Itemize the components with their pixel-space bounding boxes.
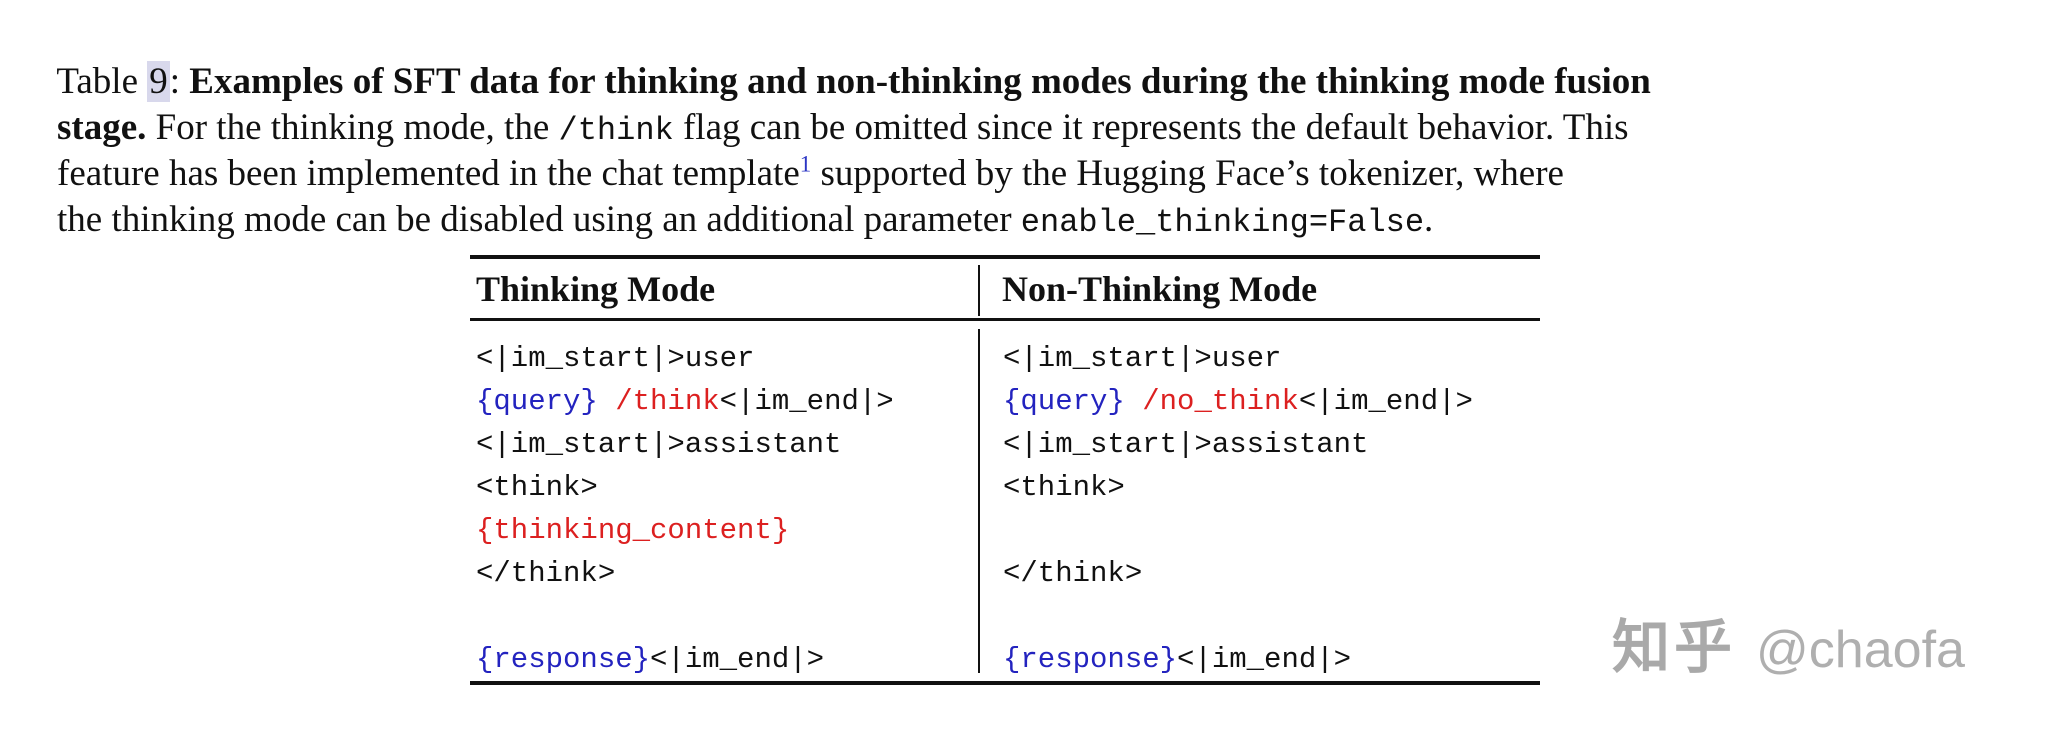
caption-text-run: Table (56, 61, 148, 102)
table-header-thinking-mode: Thinking Mode (476, 268, 716, 309)
code-line-blank (1003, 509, 1473, 552)
caption-bold-run: stage. (57, 107, 147, 148)
code-token: </think> (1003, 557, 1143, 590)
caption-text-run: . (1424, 199, 1434, 240)
column-divider-body (978, 329, 980, 673)
code-token: <|im_end|> (1298, 385, 1473, 418)
caption-text-run: flag can be omitted since it represents … (673, 107, 1629, 148)
code-token: <|im_start|>assistant (476, 428, 842, 461)
code-token-thinking-content: {thinking_content} (476, 514, 790, 547)
thinking-mode-column: <|im_start|>user {query} /think<|im_end|… (470, 337, 978, 681)
code-line: <|im_start|>user (1003, 337, 1473, 380)
caption-text-run: For the thinking mode, the (146, 107, 559, 148)
code-line: {thinking_content} (476, 509, 978, 552)
code-token-response: {response} (1003, 643, 1178, 676)
code-line-blank (476, 595, 978, 638)
table-body: <|im_start|>user {query} /think<|im_end|… (470, 321, 1540, 681)
table-rule-bottom (470, 681, 1540, 685)
zhihu-watermark: 知乎 @chaofa (1612, 600, 1965, 684)
caption-line: Table 9: Examples of SFT data for thinki… (20, 13, 1651, 102)
code-token-query: {query} (1003, 385, 1125, 418)
code-token (598, 385, 615, 418)
code-line: <think> (1003, 466, 1473, 509)
code-token-query: {query} (476, 385, 598, 418)
footnote-link[interactable]: 1 (799, 151, 812, 177)
code-token-response: {response} (476, 643, 651, 676)
code-token: <|im_end|> (1177, 643, 1352, 676)
code-line: </think> (1003, 552, 1473, 595)
caption-text-run: : (169, 61, 190, 102)
code-line-blank (1003, 595, 1473, 638)
code-token-no-think-flag: /no_think (1142, 385, 1299, 418)
code-token: <think> (1003, 471, 1125, 504)
code-line: </think> (476, 552, 978, 595)
code-line: {response}<|im_end|> (476, 638, 978, 681)
caption-line: feature has been implemented in the chat… (20, 105, 1651, 194)
column-divider-header (978, 265, 980, 316)
table-rule-top (470, 255, 1540, 259)
code-line: <think> (476, 466, 978, 509)
code-token: <think> (476, 471, 598, 504)
watermark-handle: @chaofa (1756, 621, 1965, 679)
table-rule-header (470, 318, 1540, 321)
caption-text-run: the thinking mode can be disabled using … (57, 199, 1021, 240)
caption-text-run: supported by the Hugging Face’s tokenize… (811, 153, 1564, 194)
code-token-think-flag: /think (615, 385, 720, 418)
code-token (1125, 385, 1142, 418)
caption-text-run: feature has been implemented in the chat… (57, 153, 800, 194)
code-line: {query} /no_think<|im_end|> (1003, 380, 1473, 423)
inline-code-enable-thinking: enable_thinking=False (1020, 204, 1425, 241)
code-line: <|im_start|>assistant (1003, 423, 1473, 466)
code-line: <|im_start|>assistant (476, 423, 978, 466)
code-token: <|im_start|>user (1003, 342, 1282, 375)
table-number-link[interactable]: 9 (147, 61, 170, 102)
caption-line: the thinking mode can be disabled using … (20, 151, 1651, 241)
table-caption: Table 9: Examples of SFT data for thinki… (20, 13, 1651, 241)
code-line: {response}<|im_end|> (1003, 638, 1473, 681)
code-line: {query} /think<|im_end|> (476, 380, 978, 423)
code-token: </think> (476, 557, 616, 590)
code-token: <|im_end|> (650, 643, 825, 676)
table-header-row: Thinking Mode Non-Thinking Mode (470, 259, 1540, 318)
code-token: <|im_start|>user (476, 342, 755, 375)
code-line: <|im_start|>user (476, 337, 978, 380)
caption-bold-run: Examples of SFT data for thinking and no… (189, 61, 1651, 102)
non-thinking-mode-column: <|im_start|>user {query} /no_think<|im_e… (978, 337, 1473, 681)
sft-examples-table: Thinking Mode Non-Thinking Mode <|im_sta… (470, 255, 1540, 685)
watermark-brand: 知乎 (1612, 615, 1737, 680)
inline-code-think-flag: /think (558, 112, 674, 149)
code-token: <|im_start|>assistant (1003, 428, 1369, 461)
code-token: <|im_end|> (719, 385, 894, 418)
caption-line: stage. For the thinking mode, the /think… (20, 59, 1651, 149)
table-header-non-thinking-mode: Non-Thinking Mode (1002, 268, 1318, 309)
